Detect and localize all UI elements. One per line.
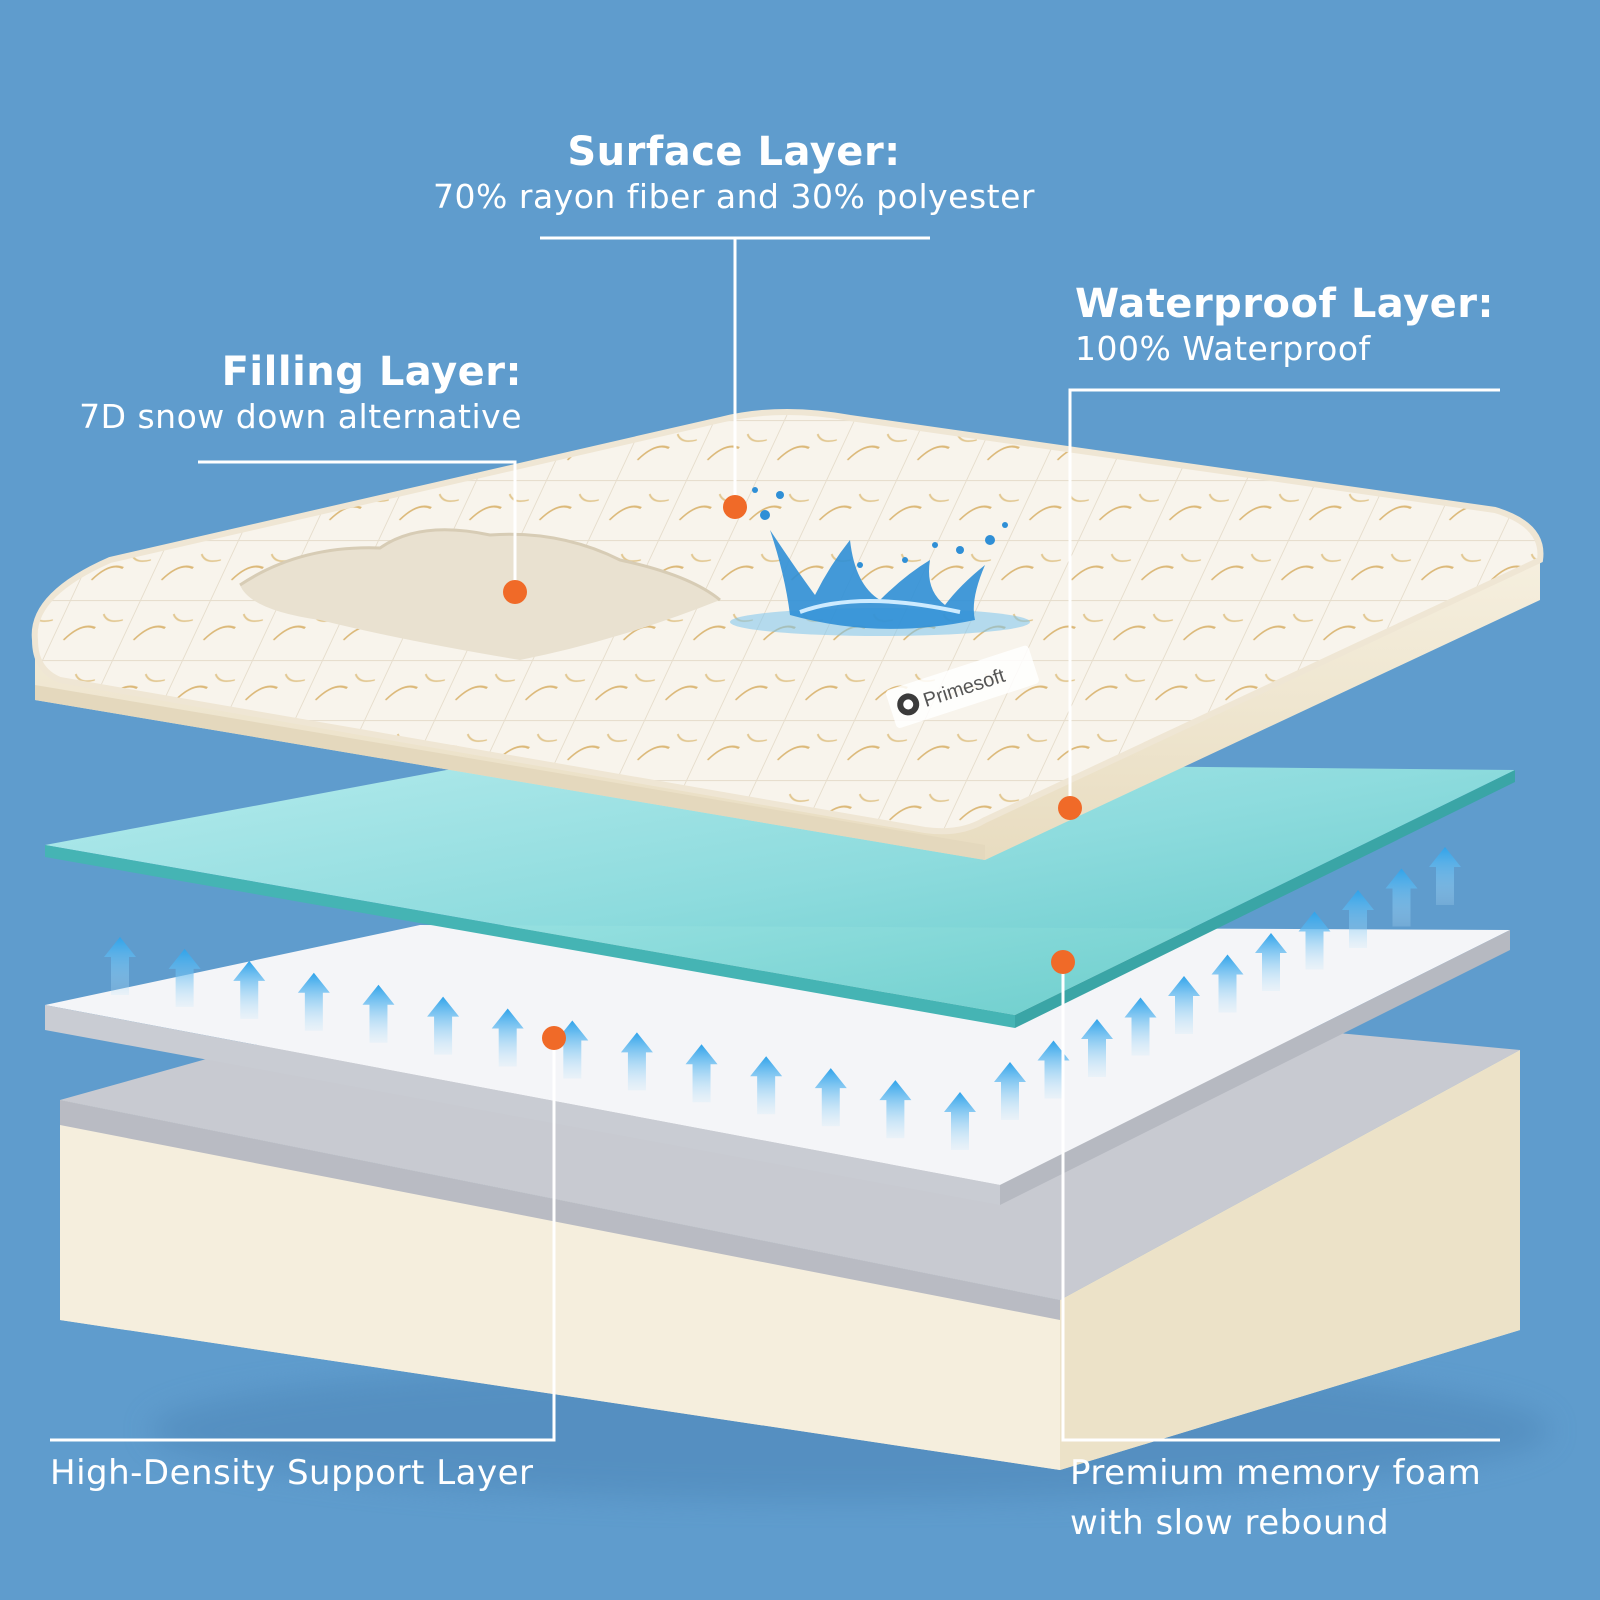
airflow-arrow-icon <box>1081 1019 1113 1077</box>
surface-layer-description: 70% rayon fiber and 30% polyester <box>433 177 1035 216</box>
surface-layer-title: Surface Layer: <box>567 129 901 175</box>
airflow-arrow-icon <box>491 1008 524 1067</box>
filling-layer-callout: Filling Layer: 7D snow down alternative <box>79 348 522 438</box>
airflow-arrow-icon <box>750 1056 783 1115</box>
memory-foam-callout: Premium memory foam with slow rebound <box>1070 1448 1481 1548</box>
airflow-arrows <box>104 847 1461 1150</box>
airflow-arrow-icon <box>1385 868 1418 927</box>
airflow-arrow-icon <box>879 1080 912 1139</box>
airflow-arrow-icon <box>685 1044 718 1103</box>
support-layer-description: High-Density Support Layer <box>50 1453 534 1493</box>
airflow-arrow-icon <box>233 960 266 1019</box>
airflow-arrow-icon <box>994 1062 1026 1120</box>
surface-layer-dot <box>723 495 747 519</box>
waterproof-layer-description: 100% Waterproof <box>1075 329 1371 368</box>
callout-dots <box>503 495 1082 1050</box>
waterproof-layer-title: Waterproof Layer: <box>1075 281 1494 327</box>
waterproof-layer-callout: Waterproof Layer: 100% Waterproof <box>1075 280 1494 370</box>
airflow-arrow-icon <box>104 937 136 995</box>
airflow-arrow-icon <box>168 948 201 1007</box>
brand-logo-icon: Primesoft <box>885 645 1039 728</box>
airflow-arrow-icon <box>297 972 330 1031</box>
memory-foam-line2: with slow rebound <box>1070 1503 1390 1543</box>
airflow-arrow-icon <box>1211 954 1244 1013</box>
airflow-arrow-icon <box>427 996 460 1055</box>
airflow-arrow-icon <box>1342 890 1374 948</box>
airflow-arrow-icon <box>944 1092 976 1150</box>
water-splash-icon <box>730 487 1030 636</box>
support-layer-dot <box>542 1026 566 1050</box>
support-layer-sheet <box>45 925 1510 1205</box>
waterproof-layer-sheet <box>45 760 1515 1028</box>
airflow-arrow-icon <box>814 1068 847 1127</box>
airflow-arrow-icon <box>1429 847 1461 905</box>
support-layer-callout: High-Density Support Layer <box>50 1448 534 1498</box>
filling-layer-title: Filling Layer: <box>221 349 522 395</box>
airflow-arrow-icon <box>1255 933 1287 991</box>
callout-lines <box>50 236 1500 1442</box>
airflow-arrow-icon <box>1298 911 1331 970</box>
filling-layer-description: 7D snow down alternative <box>79 397 522 436</box>
memory-foam-line1: Premium memory foam <box>1070 1453 1482 1493</box>
memory-foam-dot <box>1051 950 1075 974</box>
airflow-arrow-icon <box>620 1032 653 1091</box>
airflow-arrow-icon <box>1168 976 1200 1034</box>
airflow-arrow-icon <box>1124 997 1157 1056</box>
surface-layer-callout: Surface Layer: 70% rayon fiber and 30% p… <box>0 128 1468 218</box>
filling-layer-dot <box>503 580 527 604</box>
airflow-arrow-icon <box>362 984 395 1043</box>
waterproof-layer-dot <box>1058 796 1082 820</box>
